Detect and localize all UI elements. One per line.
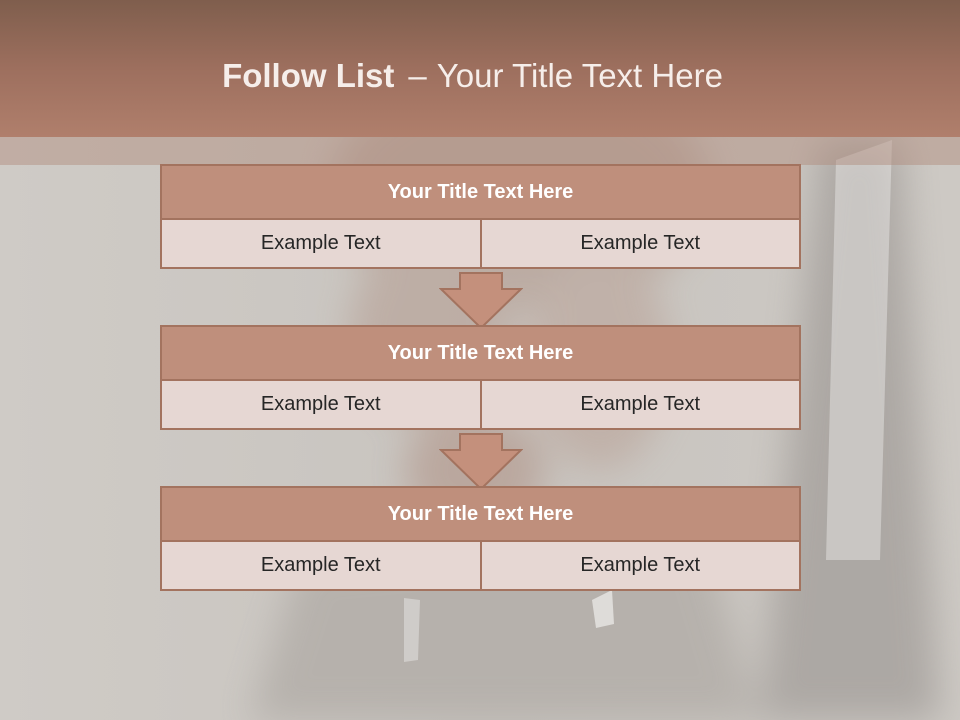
block-cell-left[interactable]: Example Text bbox=[260, 393, 381, 415]
block-row: Example Text Example Text bbox=[160, 381, 801, 430]
block-row: Example Text Example Text bbox=[160, 220, 801, 269]
block-title[interactable]: Your Title Text Here bbox=[160, 325, 801, 381]
block-cell-left[interactable]: Example Text bbox=[260, 554, 381, 576]
block-title[interactable]: Your Title Text Here bbox=[160, 486, 801, 542]
block-row: Example Text Example Text bbox=[160, 542, 801, 591]
block-title[interactable]: Your Title Text Here bbox=[160, 164, 801, 220]
slide-title: Follow List–Your Title Text Here bbox=[0, 52, 945, 100]
slide-title-rest: Your Title Text Here bbox=[436, 57, 723, 94]
block-cell-right[interactable]: Example Text bbox=[479, 381, 800, 428]
list-block-1: Your Title Text Here Example Text Exampl… bbox=[160, 164, 801, 269]
title-band bbox=[0, 0, 960, 137]
list-block-2: Your Title Text Here Example Text Exampl… bbox=[160, 325, 801, 430]
slide-title-bold: Follow List bbox=[222, 57, 395, 94]
block-cell-left[interactable]: Example Text bbox=[260, 232, 381, 254]
list-block-3: Your Title Text Here Example Text Exampl… bbox=[160, 486, 801, 591]
block-cell-right[interactable]: Example Text bbox=[479, 542, 800, 589]
down-arrow-icon bbox=[439, 272, 523, 330]
down-arrow-icon bbox=[439, 433, 523, 491]
title-strip bbox=[0, 137, 960, 165]
block-cell-right[interactable]: Example Text bbox=[479, 220, 800, 267]
slide-title-separator: – bbox=[408, 57, 427, 94]
